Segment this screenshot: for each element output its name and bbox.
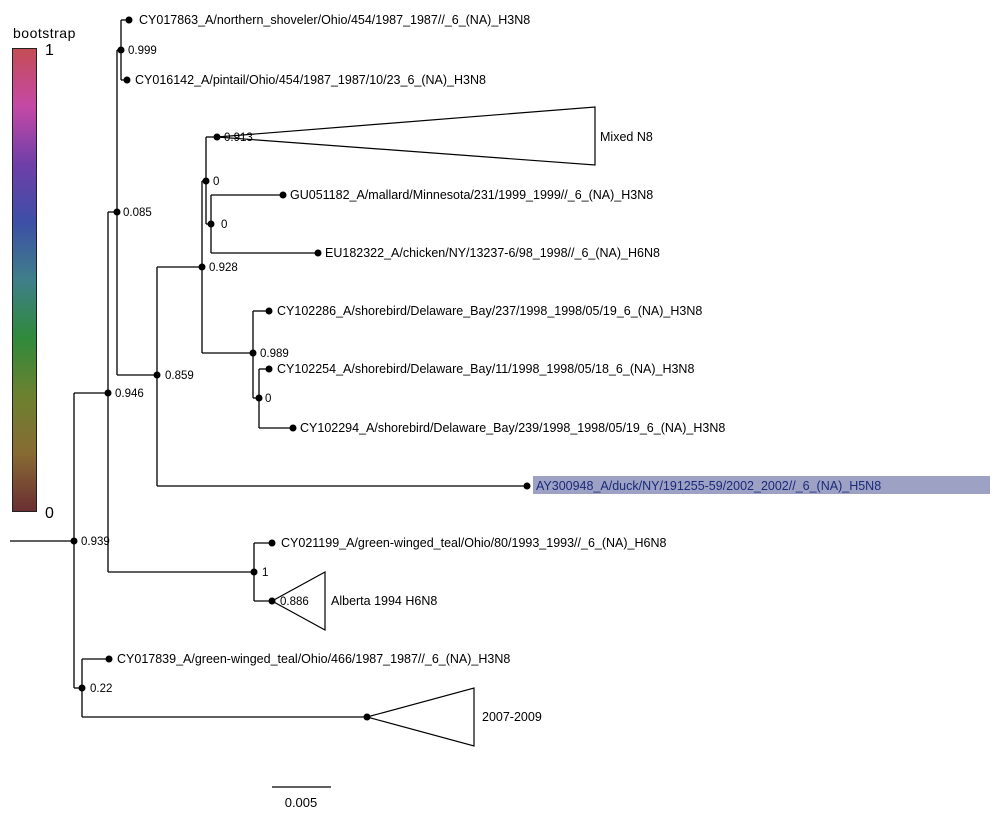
tip-dot [289,424,297,432]
tip-dot [125,16,133,24]
support-value: 0.999 [128,45,157,57]
internal-node-dot [213,133,221,141]
scale-bar-label: 0.005 [285,795,318,810]
leaf-label: GU051182_A/mallard/Minnesota/231/1999_19… [290,188,653,202]
support-value: 0.989 [260,348,289,360]
support-value: 0.859 [165,370,194,382]
tip-dot [265,365,273,373]
support-value: 0 [213,176,219,188]
leaf-label: CY102254_A/shorebird/Delaware_Bay/11/199… [277,362,694,376]
support-value: 0.886 [280,596,309,608]
legend-max-label: 1 [45,42,54,59]
internal-node-dot [104,389,112,397]
internal-node-dot [202,177,210,185]
internal-node-dot [268,597,276,605]
legend-title: bootstrap [13,25,76,41]
collapsed-clades [216,106,596,747]
clade-label: Alberta 1994 H6N8 [331,594,437,608]
tip-dot [268,539,276,547]
leaf-label: CY102286_A/shorebird/Delaware_Bay/237/19… [277,304,702,318]
tip-dot [523,482,531,490]
tip-dot [105,655,113,663]
leaf-labels: CY017863_A/northern_shoveler/Ohio/454/19… [117,13,881,724]
collapsed-clade-triangle [364,687,475,747]
clade-label: Mixed N8 [600,130,653,144]
support-value: 0.939 [81,536,110,548]
support-value: 0.913 [224,132,253,144]
tip-dot [279,191,287,199]
support-value: 0.928 [209,262,238,274]
leaf-label: EU182322_A/chicken/NY/13237-6/98_1998//_… [325,246,660,260]
internal-node-dot [255,394,263,402]
support-value: 0 [221,219,227,231]
leaf-label: CY102294_A/shorebird/Delaware_Bay/239/19… [300,421,725,435]
internal-node-dot [70,537,78,545]
support-value: 1 [262,567,268,579]
collapsed-clade-triangle [216,106,596,166]
support-value: 0.946 [115,388,144,400]
tip-dot [265,307,273,315]
highlight-band [533,476,990,494]
clade-label: 2007-2009 [482,710,542,724]
internal-node-dot [207,220,215,228]
support-value: 0.22 [90,683,112,695]
internal-node-dot [113,208,121,216]
node-dots [70,16,531,721]
leaf-label: CY021199_A/green-winged_teal/Ohio/80/199… [281,536,667,550]
internal-node-dot [78,684,86,692]
internal-node-dot [153,371,161,379]
support-values: 0.999 0.913 0 0 0.085 0.928 0.989 0 0.85… [81,45,309,695]
internal-node-dot [117,46,125,54]
bootstrap-color-scale [12,48,37,512]
tip-dot [314,249,322,257]
support-value: 0.085 [123,207,152,219]
leaf-label-highlighted: AY300948_A/duck/NY/191255-59/2002_2002//… [536,479,881,493]
internal-node-dot [250,568,258,576]
internal-node-dot [363,713,371,721]
support-value: 0 [265,393,271,405]
internal-node-dot [249,349,257,357]
collapsed-clade-triangle [270,570,326,632]
internal-node-dot [198,263,206,271]
leaf-label: CY017839_A/green-winged_teal/Ohio/466/19… [117,652,510,666]
leaf-label: CY017863_A/northern_shoveler/Ohio/454/19… [139,13,530,27]
leaf-label: CY016142_A/pintail/Ohio/454/1987_1987/10… [135,73,486,87]
tip-dot [123,76,131,84]
legend-min-label: 0 [45,505,54,522]
